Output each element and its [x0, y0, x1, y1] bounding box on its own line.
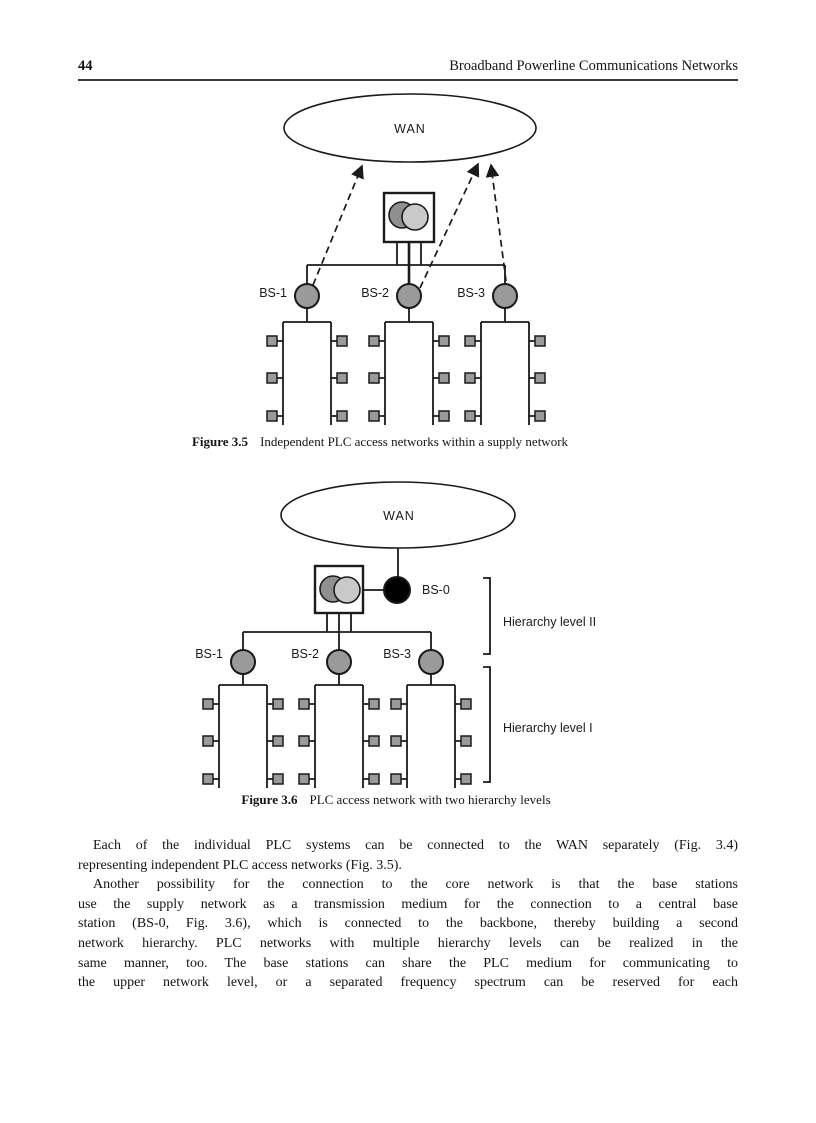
figure-3-6-caption-text: PLC access network with two hierarchy le… — [309, 792, 551, 807]
body-line: network hierarchy. PLC networks with mul… — [78, 935, 738, 951]
body-line: Each of the individual PLC systems can b… — [93, 838, 738, 853]
base-station-bs1-circle — [230, 649, 256, 675]
body-line: use the supply network as a transmission… — [78, 896, 738, 912]
base-station-bs1-circle — [294, 283, 320, 309]
figure-3-6-caption: Figure 3.6 PLC access network with two hi… — [78, 792, 714, 808]
hierarchy-level-1-label: Hierarchy level I — [503, 721, 593, 735]
figure-3-6-caption-number: Figure 3.6 — [241, 792, 298, 807]
figure-3-5-caption: Figure 3.5 Independent PLC access network… — [78, 434, 682, 450]
body-line: the upper network level, or a separated … — [78, 975, 738, 991]
body-line: Another possibility for the connection t… — [93, 877, 738, 893]
head-end-feeder-lines — [326, 613, 352, 632]
hierarchy-level-2-bracket — [483, 577, 491, 655]
bs3-label: BS-3 — [457, 286, 485, 300]
figure-3-5-diagram: WAN BS-1 BS-2 BS-3 — [259, 93, 546, 426]
plc-access-branch-3 — [390, 684, 472, 789]
page-number: 44 — [78, 58, 93, 74]
head-end-feeder-lines — [396, 242, 422, 265]
wan-label: WAN — [383, 509, 415, 523]
plc-access-branch-1 — [202, 684, 284, 789]
dashed-arrow-bs1-to-wan — [312, 164, 364, 286]
wan-ellipse — [283, 93, 537, 163]
wan-label: WAN — [394, 122, 426, 136]
base-station-bs2-circle — [326, 649, 352, 675]
bs2-label: BS-2 — [291, 647, 319, 661]
head-end-unit-light-circle — [333, 576, 361, 604]
hierarchy-level-2-label: Hierarchy level II — [503, 615, 596, 629]
bs2-label: BS-2 — [361, 286, 389, 300]
plc-access-branch-2 — [298, 684, 380, 789]
bs1-label: BS-1 — [259, 286, 287, 300]
bus-drop-lines — [242, 632, 432, 650]
plc-access-branch-3 — [464, 321, 546, 426]
header-rule — [78, 79, 738, 81]
body-text: Each of the individual PLC systems can b… — [78, 836, 738, 993]
base-station-bs3-circle — [418, 649, 444, 675]
figure-3-5-caption-text: Independent PLC access networks within a… — [260, 434, 569, 449]
page-header: 44 Broadband Powerline Communications Ne… — [78, 58, 738, 76]
plc-access-branch-1 — [266, 321, 348, 426]
bs3-label: BS-3 — [383, 647, 411, 661]
running-title: Broadband Powerline Communications Netwo… — [449, 58, 738, 74]
body-line: representing independent PLC access netw… — [78, 857, 402, 873]
station-to-branch-lines — [306, 308, 506, 322]
base-station-bs2-circle — [396, 283, 422, 309]
station-to-branch-lines — [242, 674, 432, 685]
body-line: same manner, too. The base stations can … — [78, 955, 738, 971]
base-station-bs3-circle — [492, 283, 518, 309]
bs1-label: BS-1 — [195, 647, 223, 661]
body-line: station (BS-0, Fig. 3.6), which is conne… — [78, 916, 738, 932]
figure-3-5-caption-number: Figure 3.5 — [191, 434, 249, 449]
bs0-label: BS-0 — [422, 583, 450, 597]
dashed-arrow-bs3-to-wan — [485, 163, 507, 282]
hierarchy-level-1-bracket — [483, 666, 491, 783]
figure-3-6-diagram: WAN BS-0 BS-1 BS-2 BS-3 Hierarchy level … — [195, 481, 596, 789]
base-station-bs0-circle — [383, 576, 411, 604]
plc-access-branch-2 — [368, 321, 450, 426]
bus-drop-lines — [306, 265, 506, 284]
head-end-unit-light-circle — [401, 203, 429, 231]
